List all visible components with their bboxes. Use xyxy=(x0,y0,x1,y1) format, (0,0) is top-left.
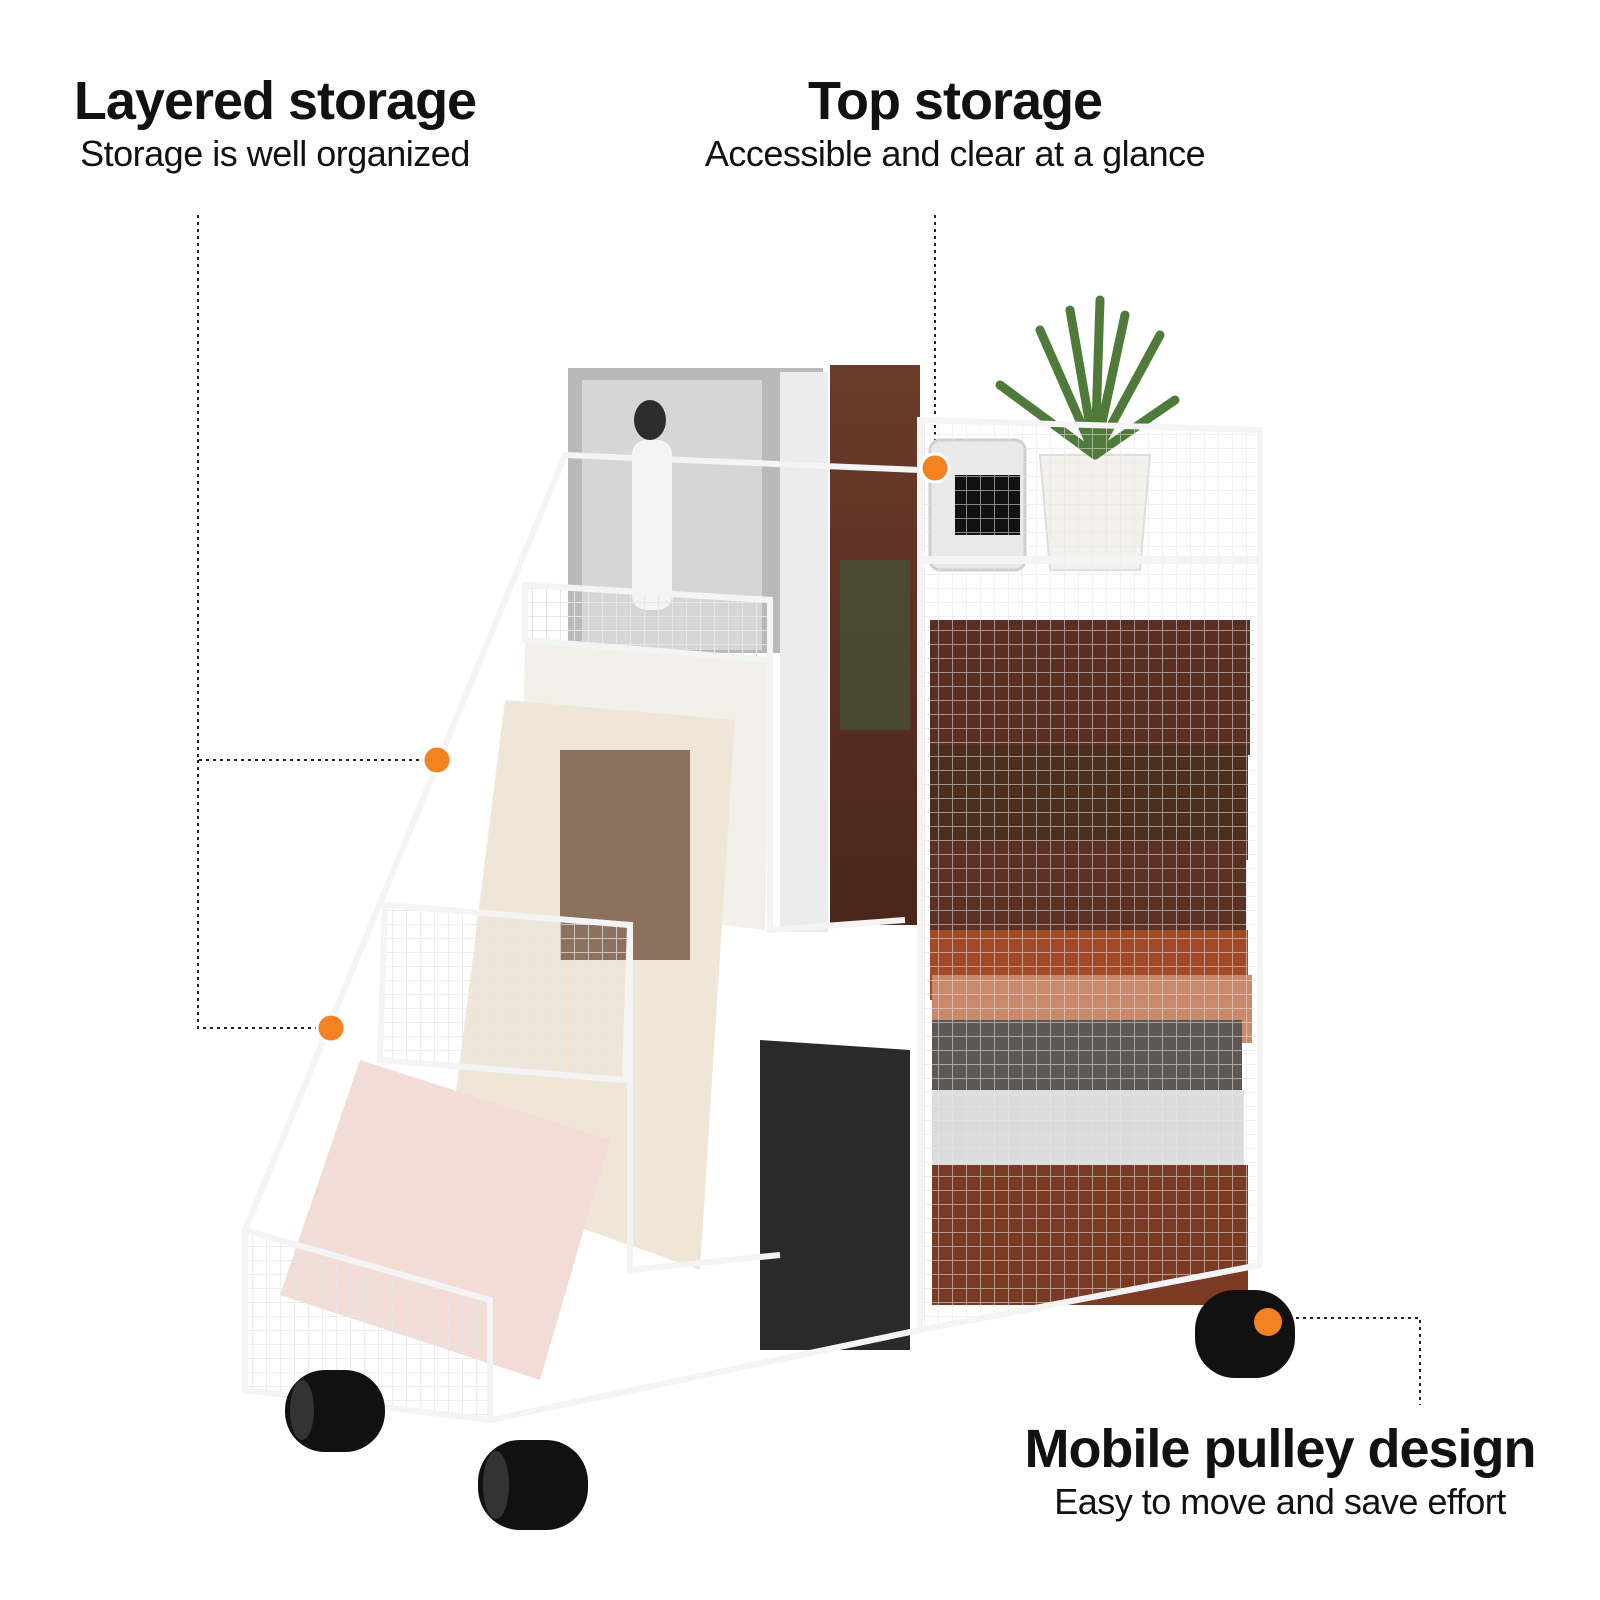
marker-dot-icon xyxy=(421,744,453,776)
callout-top-storage: Top storage Accessible and clear at a gl… xyxy=(660,71,1250,176)
callout-subtitle: Storage is well organized xyxy=(80,133,470,175)
caster-wheels xyxy=(285,1290,1295,1530)
wire-rack xyxy=(242,416,1263,1424)
callout-subtitle: Easy to move and save effort xyxy=(1054,1481,1506,1523)
leader-mobile xyxy=(1268,1317,1421,1405)
callout-markers xyxy=(315,452,951,1044)
marker-dot-icon xyxy=(315,1012,347,1044)
callout-layered-storage: Layered storage Storage is well organize… xyxy=(40,71,510,176)
wheel-back-left-icon xyxy=(285,1370,385,1452)
callout-title: Layered storage xyxy=(73,71,477,131)
callout-title: Top storage xyxy=(807,71,1103,131)
marker-dot-icon xyxy=(919,452,951,484)
callout-subtitle: Accessible and clear at a glance xyxy=(704,133,1206,175)
callout-title: Mobile pulley design xyxy=(1024,1419,1536,1479)
wheel-front-left-icon xyxy=(478,1440,588,1530)
callout-mobile-pulley: Mobile pulley design Easy to move and sa… xyxy=(1000,1419,1560,1524)
leader-layered-lower xyxy=(197,760,330,1029)
wheel-right-icon xyxy=(1195,1290,1295,1378)
leader-layered-upper xyxy=(197,215,435,761)
